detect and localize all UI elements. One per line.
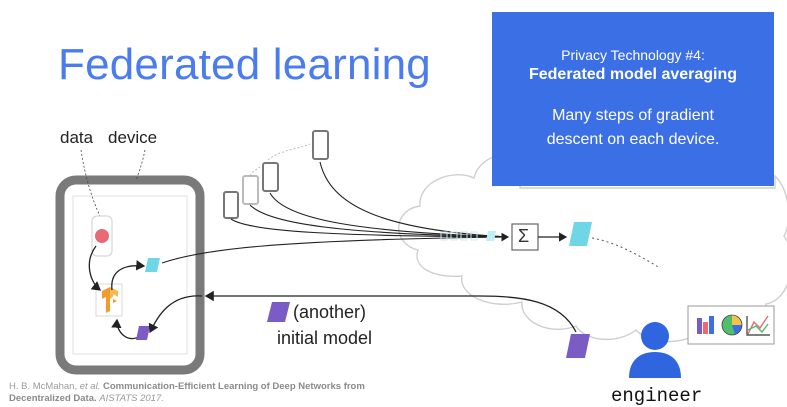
callout-body-line2: descent on each device. bbox=[546, 131, 720, 148]
callout-body: Many steps of gradient descent on each d… bbox=[492, 104, 774, 152]
pie-chart-icon bbox=[721, 314, 743, 336]
data-to-training-arrow bbox=[88, 245, 102, 291]
engineer-person-icon bbox=[629, 322, 681, 378]
line-chart-icon bbox=[746, 315, 770, 336]
callout-body-line1: Many steps of gradient bbox=[552, 107, 714, 124]
engineer-label: engineer bbox=[611, 385, 703, 407]
citation-title: Communication-Efficient Learning of Deep… bbox=[9, 381, 365, 404]
return-model-arrow bbox=[204, 290, 577, 333]
initial-model-label: initial model bbox=[277, 328, 373, 348]
aggregated-update-icon bbox=[569, 222, 592, 246]
sum-symbol: Σ bbox=[518, 226, 530, 246]
phone-dotted-link-2 bbox=[249, 165, 263, 177]
callout-box: Privacy Technology #4: Federated model a… bbox=[492, 12, 774, 186]
citation: H. B. McMahan, et al. Communication-Effi… bbox=[9, 381, 369, 405]
return-model-to-device bbox=[148, 295, 203, 334]
citation-venue: AISTATS 2017. bbox=[99, 393, 164, 404]
device-label: device bbox=[108, 128, 158, 147]
phone-dotted-link bbox=[267, 143, 311, 161]
data-pointer-line bbox=[80, 149, 101, 217]
page-title: Federated learning bbox=[58, 40, 431, 89]
another-model-icon bbox=[267, 302, 290, 322]
data-label: data bbox=[60, 128, 94, 147]
local-update-icon bbox=[145, 258, 160, 272]
sum-icon bbox=[511, 223, 539, 251]
bar-chart-icon bbox=[697, 316, 714, 334]
another-label: (another) bbox=[293, 302, 367, 322]
device-pointer-line bbox=[135, 149, 146, 181]
citation-etal: et al. bbox=[79, 381, 101, 392]
training-to-update-arrow bbox=[111, 260, 146, 291]
callout-subtitle: Privacy Technology #4: bbox=[561, 47, 705, 63]
device-model-icon bbox=[136, 326, 150, 340]
citation-authors: H. B. McMahan, bbox=[9, 381, 80, 392]
faint-updates bbox=[440, 231, 478, 241]
engineer-model-icon bbox=[566, 334, 590, 358]
faint-update-icon bbox=[486, 231, 496, 241]
callout-heading: Federated model averaging bbox=[528, 66, 738, 83]
aggregated-dotted-path bbox=[591, 237, 661, 269]
update-curves bbox=[161, 161, 510, 264]
phone-icon bbox=[223, 130, 329, 219]
data-point-icon bbox=[95, 229, 109, 243]
